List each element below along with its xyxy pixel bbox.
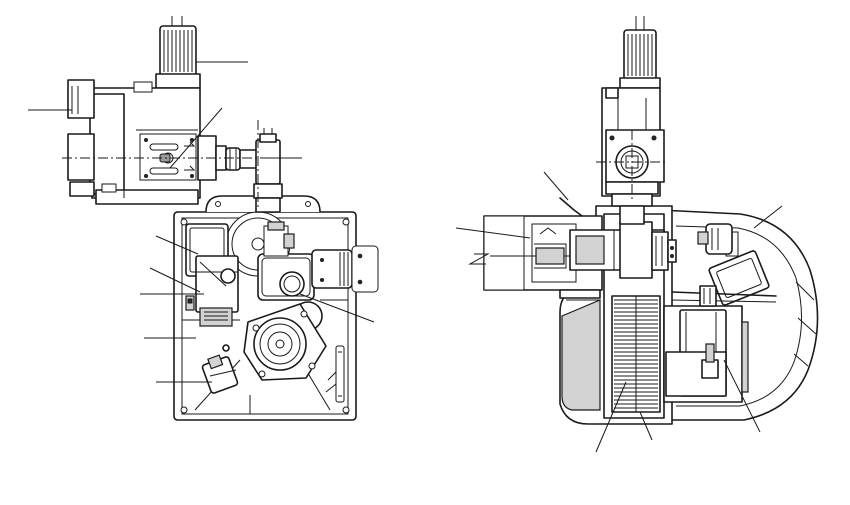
callout-leaders-side	[455, 171, 783, 453]
burner-flange	[243, 303, 327, 381]
electric-connector	[311, 245, 379, 293]
adjust-slot	[325, 345, 345, 403]
front-view	[28, 16, 379, 421]
air-pressure-switch	[201, 344, 239, 394]
callout-leaders-front	[28, 61, 375, 383]
fan-motor	[663, 305, 749, 403]
control-unit	[697, 223, 770, 306]
ignition-transformer	[257, 221, 315, 301]
blower-wheel	[611, 295, 661, 413]
gas-valve-vertical	[601, 16, 665, 225]
gas-manifold	[569, 221, 677, 279]
blast-tube	[468, 197, 603, 299]
air-damper-motor	[185, 255, 239, 327]
pilot-gas-line	[671, 285, 777, 307]
gas-valve-assembly	[67, 16, 283, 213]
side-section-view	[455, 16, 819, 453]
